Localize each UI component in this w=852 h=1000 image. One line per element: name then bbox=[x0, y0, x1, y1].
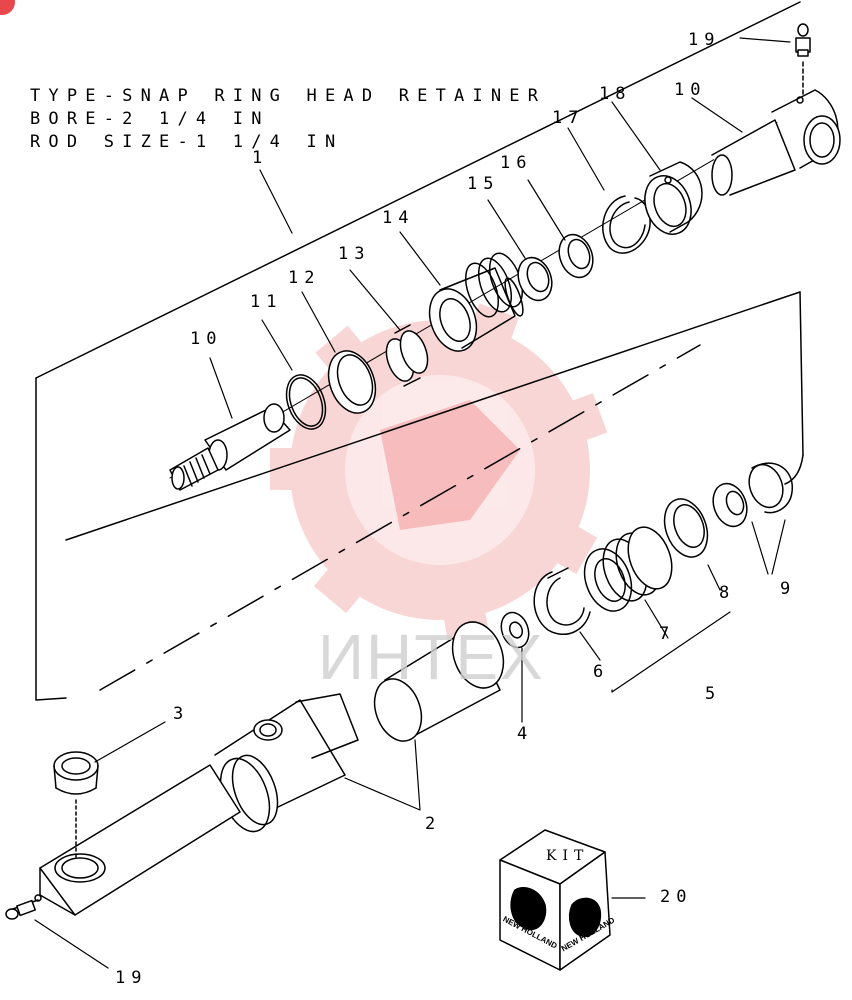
barrel bbox=[35, 615, 512, 915]
leader-lines bbox=[35, 38, 790, 968]
grease-fitting-bottom bbox=[6, 900, 38, 919]
rod-eye-end bbox=[712, 90, 840, 195]
callout-18: 18 bbox=[599, 84, 632, 104]
callout-12: 12 bbox=[288, 268, 321, 288]
bracket-1 bbox=[36, 378, 66, 700]
callout-20: 20 bbox=[660, 887, 693, 907]
grease-fitting-top bbox=[796, 24, 810, 96]
callout-14: 14 bbox=[382, 208, 415, 228]
callout-1: 1 bbox=[252, 148, 269, 168]
callout-19-top: 19 bbox=[688, 30, 721, 50]
watermark-text: ИНТЕХ bbox=[318, 621, 545, 693]
kit-label: KIT bbox=[546, 848, 590, 864]
head-piston bbox=[421, 249, 528, 358]
rod-threaded-end bbox=[170, 404, 290, 490]
callout-6: 6 bbox=[593, 662, 610, 682]
eye-bushing bbox=[707, 460, 792, 531]
corner-badge-icon bbox=[0, 0, 15, 15]
split-ring bbox=[534, 568, 590, 634]
callout-5: 5 bbox=[705, 684, 722, 704]
rod-seal bbox=[512, 253, 557, 305]
base-bushing bbox=[54, 752, 98, 860]
title-line-3: ROD SIZE-1 1/4 IN bbox=[30, 132, 344, 152]
wiper-ring bbox=[553, 230, 598, 282]
title-line-1: TYPE-SNAP RING HEAD RETAINER bbox=[30, 86, 547, 106]
callout-7: 7 bbox=[659, 624, 676, 644]
callout-15: 15 bbox=[467, 174, 500, 194]
callout-16: 16 bbox=[500, 153, 533, 173]
callout-13: 13 bbox=[338, 244, 371, 264]
piston bbox=[576, 521, 679, 618]
callout-10-top: 10 bbox=[674, 80, 707, 100]
callout-9: 9 bbox=[780, 579, 797, 599]
nut bbox=[497, 609, 534, 652]
callout-17: 17 bbox=[552, 108, 585, 128]
o-ring bbox=[280, 370, 333, 435]
backup-ring bbox=[320, 344, 383, 419]
gland-nut bbox=[637, 162, 702, 241]
callout-8: 8 bbox=[719, 583, 736, 603]
kit-box-icon bbox=[500, 830, 610, 970]
title-line-2: BORE-2 1/4 IN bbox=[30, 109, 270, 129]
callout-11: 11 bbox=[250, 292, 283, 312]
callout-19-bottom: 19 bbox=[115, 968, 148, 988]
callout-3: 3 bbox=[173, 704, 190, 724]
callout-10-left: 10 bbox=[190, 329, 223, 349]
callout-2: 2 bbox=[425, 814, 442, 834]
callout-4: 4 bbox=[517, 724, 534, 744]
wear-ring bbox=[381, 325, 433, 386]
